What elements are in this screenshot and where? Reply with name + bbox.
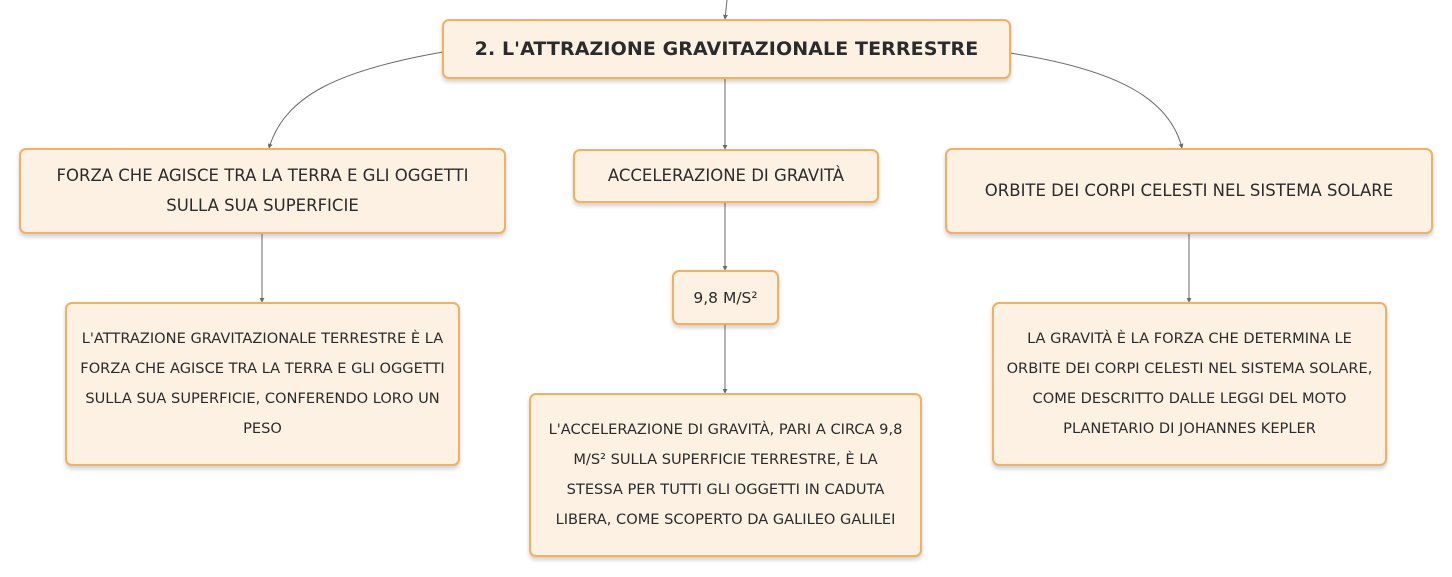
detail-accelerazione-text: L'ACCELERAZIONE DI GRAVITÀ, PARI A CIRCA… — [548, 421, 903, 528]
detail-forza[interactable]: L'ATTRAZIONE GRAVITAZIONALE TERRESTRE È … — [65, 302, 460, 466]
topic-accelerazione-label: ACCELERAZIONE DI GRAVITÀ — [607, 166, 845, 185]
topic-forza-label: FORZA CHE AGISCE TRA LA TERRA E GLI OGGE… — [56, 166, 469, 215]
detail-forza-text: L'ATTRAZIONE GRAVITAZIONALE TERRESTRE È … — [80, 330, 445, 437]
topic-orbite-label: ORBITE DEI CORPI CELESTI NEL SISTEMA SOL… — [984, 181, 1394, 200]
root-topic-title: 2. L'ATTRAZIONE GRAVITAZIONALE TERRESTRE — [474, 38, 979, 60]
value-accelerazione-text: 9,8 M/S² — [693, 288, 758, 307]
detail-accelerazione[interactable]: L'ACCELERAZIONE DI GRAVITÀ, PARI A CIRCA… — [529, 393, 922, 557]
root-topic-node[interactable]: 2. L'ATTRAZIONE GRAVITAZIONALE TERRESTRE — [442, 19, 1011, 79]
connector-parent-to-root — [722, 0, 728, 20]
topic-forza[interactable]: FORZA CHE AGISCE TRA LA TERRA E GLI OGGE… — [19, 148, 506, 234]
topic-orbite[interactable]: ORBITE DEI CORPI CELESTI NEL SISTEMA SOL… — [945, 148, 1433, 234]
value-node-accelerazione[interactable]: 9,8 M/S² — [672, 270, 779, 325]
topic-accelerazione[interactable]: ACCELERAZIONE DI GRAVITÀ — [573, 149, 879, 203]
detail-orbite-text: LA GRAVITÀ È LA FORZA CHE DETERMINA LE O… — [1006, 330, 1373, 437]
connector-root-to-forza — [267, 51, 444, 149]
detail-orbite[interactable]: LA GRAVITÀ È LA FORZA CHE DETERMINA LE O… — [992, 302, 1387, 466]
connector-root-to-orbite — [1009, 52, 1184, 149]
